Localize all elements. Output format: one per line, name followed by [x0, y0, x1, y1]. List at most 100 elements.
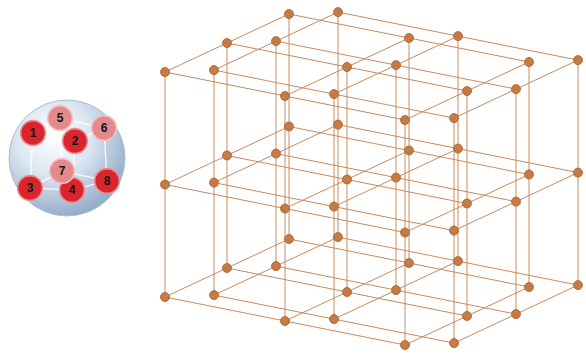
lattice-bond	[458, 261, 578, 285]
lattice-bond	[405, 233, 406, 346]
lattice-site	[454, 144, 463, 153]
lattice-bond	[409, 38, 529, 62]
lattice-bond	[347, 292, 467, 316]
site-circle: 3	[17, 175, 43, 201]
lattice-site	[330, 202, 339, 211]
circle-fill	[63, 129, 88, 154]
cube-edge	[46, 135, 62, 138]
lattice-site	[281, 92, 290, 101]
lattice-bond	[285, 209, 405, 233]
lattice-bond	[165, 185, 285, 209]
lattice-site	[392, 286, 401, 295]
cube-edge	[87, 133, 92, 135]
lattice-site	[281, 204, 290, 213]
cube-edge	[85, 184, 95, 187]
lattice-bond	[454, 231, 455, 344]
lattice-site	[285, 10, 294, 19]
lattice-bond	[289, 14, 290, 127]
lattice-bond	[578, 60, 579, 173]
lattice	[161, 8, 583, 350]
lattice-site	[463, 312, 472, 321]
site-circle: 1	[20, 120, 46, 146]
cube-edge	[43, 188, 59, 190]
site-circle: 7	[49, 158, 75, 184]
lattice-site	[450, 339, 459, 348]
lattice-site	[512, 310, 521, 319]
lattice-site	[343, 175, 352, 184]
circle-fill	[95, 169, 120, 194]
lattice-site	[334, 233, 343, 242]
lattice-bond	[396, 65, 516, 89]
lattice-bond	[285, 96, 405, 120]
lattice-bond	[458, 36, 578, 60]
lattice-bond	[214, 295, 334, 319]
sphere	[9, 100, 125, 216]
cube-edge	[73, 121, 92, 125]
callout-number: 5	[57, 112, 64, 124]
circle-fill	[92, 116, 117, 141]
circle-fill	[18, 176, 43, 201]
lattice-bond	[227, 156, 228, 269]
lattice-site	[512, 197, 521, 206]
lattice-bond	[458, 149, 578, 173]
lattice-bond	[276, 41, 277, 154]
lattice-bond	[334, 319, 454, 343]
lattice-bond	[227, 156, 347, 180]
lattice-bond	[214, 183, 334, 207]
circle-fill	[50, 159, 75, 184]
lattice-site	[161, 68, 170, 77]
site-circle: 8	[94, 168, 120, 194]
lattice-bond	[396, 178, 397, 291]
callout-number: 7	[59, 165, 66, 177]
lattice-bond	[396, 290, 516, 314]
cube-edge	[44, 124, 48, 126]
site-circle: 2	[62, 128, 88, 154]
lattice-bond	[338, 125, 458, 149]
lattice-bond	[214, 70, 334, 94]
lattice-bond	[334, 94, 335, 207]
lattice-bond	[347, 67, 467, 91]
lattice-bond	[516, 89, 517, 202]
lattice-site	[161, 293, 170, 302]
lattice-bond	[165, 72, 166, 185]
callout-number: 4	[69, 184, 76, 196]
lattice-bond	[405, 120, 406, 233]
callout-number: 8	[104, 175, 111, 187]
lattice-bond	[409, 38, 410, 151]
lattice-site	[525, 283, 534, 292]
lattice-bond	[289, 14, 409, 38]
node-text-holder: 5	[47, 105, 73, 131]
lattice-site	[454, 32, 463, 41]
lattice-site	[210, 178, 219, 187]
lattice-site	[405, 259, 414, 268]
lattice-site	[281, 317, 290, 326]
lattice-bond	[529, 175, 530, 288]
lattice-site	[512, 85, 521, 94]
lattice-bond	[458, 149, 459, 262]
callout-number: 6	[101, 122, 108, 134]
node-text-holder: 1	[20, 120, 46, 146]
circle-fill	[48, 106, 73, 131]
lattice-site	[574, 56, 583, 65]
lattice-site	[343, 288, 352, 297]
cube-edge	[105, 141, 107, 168]
lattice-bond	[334, 207, 454, 231]
lattice-bond	[214, 70, 215, 183]
lattice-bond	[165, 297, 285, 321]
lattice-site	[392, 173, 401, 182]
callout-number: 3	[27, 182, 34, 194]
lattice-bond	[338, 12, 458, 36]
node-text-holder: 2	[62, 128, 88, 154]
lattice-bond	[289, 127, 290, 240]
lattice-site	[285, 235, 294, 244]
lattice-site	[334, 120, 343, 129]
lattice-bond	[338, 125, 339, 238]
lattice-bond	[227, 268, 347, 292]
lattice-bond	[338, 237, 458, 261]
lattice-site	[210, 66, 219, 75]
lattice-bond	[276, 41, 396, 65]
cube-edge	[75, 174, 95, 178]
lattice-bond	[165, 72, 285, 96]
lattice-site	[223, 151, 232, 160]
